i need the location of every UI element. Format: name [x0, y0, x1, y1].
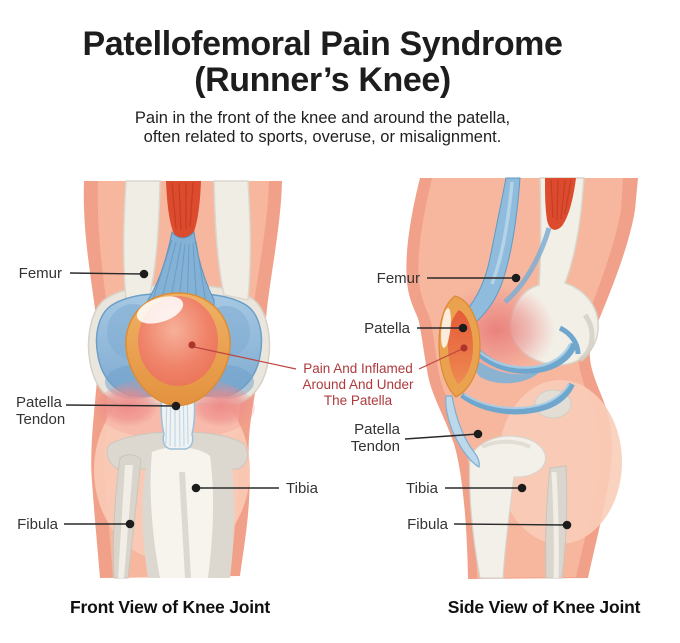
side-fibula-highlight	[551, 471, 559, 579]
front-patella	[125, 292, 231, 407]
side-condyle-shading	[578, 313, 595, 363]
front-label-tibia: Tibia	[286, 480, 318, 497]
front-fibula-highlight	[118, 465, 133, 578]
front-label-femur: Femur	[18, 265, 62, 282]
pain-annotation: Pain And Inflamed Around And Under The P…	[292, 361, 424, 409]
subtitle-line2: often related to sports, overuse, or mis…	[143, 127, 502, 146]
side-skin-highlight	[498, 380, 622, 544]
side-joint-cartilage	[460, 325, 581, 415]
front-femur-shaft-right	[213, 180, 252, 301]
side-quad-tendon-highlight	[490, 181, 514, 285]
header: Patellofemoral Pain Syndrome (Runner’s K…	[0, 26, 645, 146]
connector-dots	[125, 269, 572, 530]
page-subtitle: Pain in the front of the knee and around…	[0, 109, 645, 146]
front-patella-gloss	[136, 296, 184, 324]
connector-lines	[64, 272, 568, 526]
side-label-femur: Femur	[376, 270, 420, 287]
side-quad-tendon-inner	[503, 227, 552, 304]
front-label-patella-tendon-line2: Tendon	[16, 411, 66, 428]
side-label-fibula: Fibula	[407, 516, 448, 533]
side-tibia	[468, 435, 547, 579]
front-label-fibula: Fibula	[17, 516, 58, 533]
front-tibia-ridge	[179, 471, 191, 579]
side-label-patella-tendon-line2: Tendon	[350, 438, 400, 455]
pain-annotation-line1: Pain And Inflamed	[303, 361, 413, 376]
page-title-line2: (Runner’s Knee)	[194, 61, 451, 99]
side-label-tibia: Tibia	[406, 480, 438, 497]
page-title-line1: Patellofemoral Pain Syndrome	[82, 25, 563, 63]
front-view-illustration	[83, 180, 282, 579]
front-label-patella-tendon: Patella Tendon	[16, 394, 86, 428]
pain-annotation-line2: Around And Under	[302, 377, 414, 392]
side-view-caption: Side View of Knee Joint	[447, 597, 641, 617]
side-label-patella-tendon-line1: Patella	[354, 421, 400, 438]
side-view-illustration	[406, 177, 638, 579]
side-tibia-shading	[481, 439, 531, 449]
front-view-caption: Front View of Knee Joint	[69, 597, 271, 617]
front-label-patella-tendon-line1: Patella	[16, 394, 62, 411]
pain-annotation-line3: The Patella	[323, 393, 393, 408]
side-patellar-tendon	[445, 395, 480, 468]
side-label-patella-tendon: Patella Tendon	[330, 421, 400, 455]
side-muscle-striations	[550, 179, 572, 221]
side-label-patella: Patella	[364, 320, 410, 337]
annotation-connectors	[188, 341, 468, 370]
subtitle-line1: Pain in the front of the knee and around…	[134, 109, 511, 127]
front-muscle-striations	[171, 182, 194, 231]
